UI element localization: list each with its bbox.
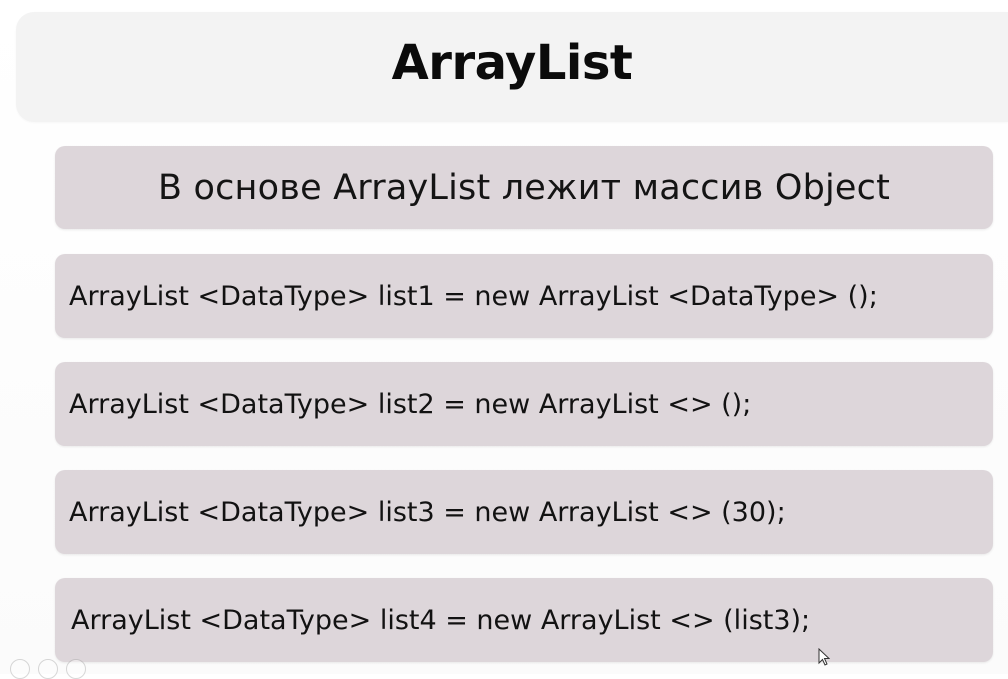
code-line-4: ArrayList <DataType> list4 = new ArrayLi… [71, 604, 811, 636]
more-icon[interactable] [66, 659, 86, 679]
code-line-2: ArrayList <DataType> list2 = new ArrayLi… [69, 388, 752, 420]
code-line-3: ArrayList <DataType> list3 = new ArrayLi… [69, 496, 786, 528]
subtitle-text: В основе ArrayList лежит массив Object [157, 167, 891, 208]
subtitle-box: В основе ArrayList лежит массив Object [55, 146, 993, 229]
code-line-4-box: ArrayList <DataType> list4 = new ArrayLi… [55, 578, 993, 662]
slide-title: ArrayList [391, 35, 633, 91]
code-line-1: ArrayList <DataType> list1 = new ArrayLi… [69, 280, 878, 312]
presentation-tools [0, 659, 120, 679]
zoom-icon[interactable] [38, 659, 58, 679]
code-line-2-box: ArrayList <DataType> list2 = new ArrayLi… [55, 362, 993, 446]
code-line-1-box: ArrayList <DataType> list1 = new ArrayLi… [55, 254, 993, 338]
code-line-3-box: ArrayList <DataType> list3 = new ArrayLi… [55, 470, 993, 554]
tool-icon[interactable] [10, 659, 30, 679]
mouse-cursor-icon [818, 648, 830, 666]
title-bar: ArrayList [16, 12, 1008, 122]
